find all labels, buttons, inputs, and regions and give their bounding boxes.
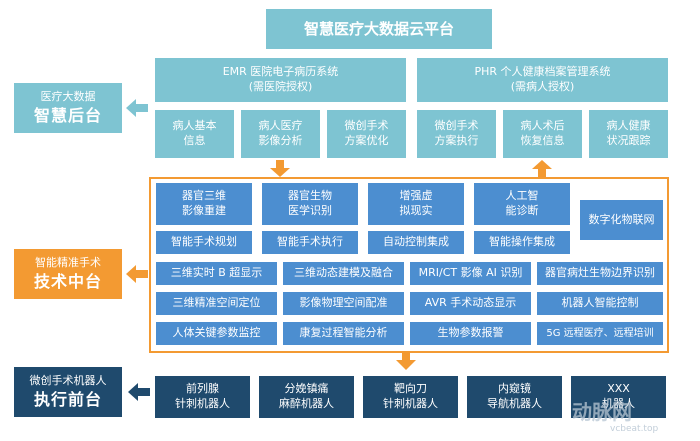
arrow-to-middle-icon	[126, 265, 148, 283]
tech-smart-planning: 智能手术规划	[156, 231, 252, 254]
tech-grid-item: 机器人智能控制	[537, 292, 663, 315]
platform-title-text: 智慧医疗大数据云平台	[303, 19, 454, 38]
tech-grid-item: 三维动态建模及融合	[283, 262, 404, 285]
phr-system-name: PHR 个人健康档案管理系统	[474, 65, 611, 79]
record-plan-optimize: 微创手术 方案优化	[327, 110, 406, 158]
tech-smart-operation: 智能操作集成	[474, 231, 570, 254]
tech-grid-item: 器官病灶生物边界识别	[537, 262, 663, 285]
arrow-down-from-records-icon	[270, 160, 290, 177]
phr-system: PHR 个人健康档案管理系统 (需病人授权)	[417, 58, 668, 102]
middle-label: 智能精准手术 技术中台	[14, 249, 122, 299]
tech-grid-item: 影像物理空间配准	[283, 292, 404, 315]
tech-grid-item: MRI/CT 影像 AI 识别	[410, 262, 531, 285]
frontend-label: 微创手术机器人 执行前台	[14, 367, 122, 417]
watermark-url: vcbeat.top	[610, 424, 659, 434]
arrow-down-to-robots-icon	[396, 352, 416, 370]
record-image-analysis: 病人医疗 影像分析	[241, 110, 320, 158]
record-plan-execute: 微创手术 方案执行	[417, 110, 496, 158]
tech-grid-item: AVR 手术动态显示	[410, 292, 531, 315]
tech-organ-bio-recognition: 器官生物 医学识别	[262, 183, 358, 225]
tech-grid-item: 康复过程智能分析	[283, 322, 404, 345]
record-basic-info: 病人基本 信息	[155, 110, 234, 158]
robot-labor-analgesia: 分娩镇痛 麻醉机器人	[259, 376, 354, 418]
record-health-tracking: 病人健康 状况跟踪	[589, 110, 668, 158]
robot-prostate: 前列腺 针刺机器人	[155, 376, 250, 418]
robot-endoscope: 内窥镜 导航机器人	[467, 376, 562, 418]
arrow-up-to-records-icon	[532, 160, 552, 177]
tech-digital-iot: 数字化物联网	[580, 200, 663, 240]
tech-grid-item: 三维实时 B 超显示	[156, 262, 277, 285]
tech-grid-item: 生物参数报警	[410, 322, 531, 345]
emr-system-note: (需医院授权)	[248, 80, 313, 93]
robot-targeted-knife: 靶向刀 针刺机器人	[363, 376, 458, 418]
tech-grid-item: 人体关键参数监控	[156, 322, 277, 345]
watermark-text: 动脉网	[572, 400, 632, 424]
tech-smart-execution: 智能手术执行	[262, 231, 358, 254]
emr-system-name: EMR 医院电子病历系统	[222, 65, 339, 79]
backend-label: 医疗大数据 智慧后台	[14, 83, 122, 133]
record-recovery-info: 病人术后 恢复信息	[503, 110, 582, 158]
platform-title: 智慧医疗大数据云平台	[266, 9, 492, 49]
arrow-to-frontend-icon	[128, 383, 150, 401]
tech-grid-item: 5G 远程医疗、远程培训	[537, 322, 663, 345]
robot-xxx: XXX 机器人	[571, 376, 666, 418]
tech-organ-3d-reconstruction: 器官三维 影像重建	[156, 183, 252, 225]
tech-ai-diagnosis: 人工智 能诊断	[474, 183, 570, 225]
tech-augmented-vr: 增强虚 拟现实	[368, 183, 464, 225]
phr-system-note: (需病人授权)	[510, 80, 575, 93]
arrow-to-backend-icon	[126, 99, 148, 117]
tech-auto-control: 自动控制集成	[368, 231, 464, 254]
emr-system: EMR 医院电子病历系统 (需医院授权)	[155, 58, 406, 102]
tech-grid-item: 三维精准空间定位	[156, 292, 277, 315]
